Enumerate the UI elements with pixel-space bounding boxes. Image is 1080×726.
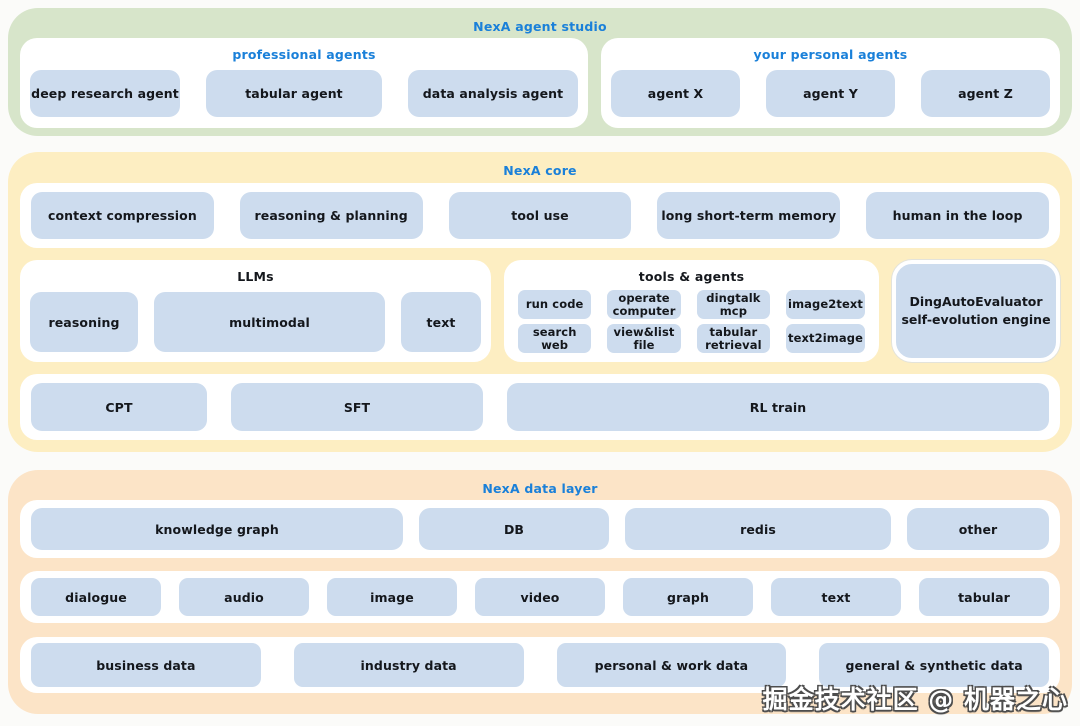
agent-z-box: agent Z [921,70,1050,117]
core-capabilities-strip: context compression reasoning & planning… [20,183,1060,248]
dingtalk-mcp-box: dingtalk mcp [696,290,771,319]
tools-agents-title: tools & agents [638,269,745,284]
llms-card: LLMs reasoning multimodal text [20,260,491,362]
watermark-text: 掘金技术社区 @ 机器之心 [762,685,1068,714]
operate-computer-box: operate computer [607,290,681,319]
db-box: DB [419,508,609,550]
llm-reasoning-box: reasoning [30,292,138,352]
personal-agents-card: your personal agents agent X agent Y age… [601,38,1060,128]
personal-agents-items: agent X agent Y agent Z [601,62,1060,117]
core-middle-row: LLMs reasoning multimodal text tools & a… [20,260,1060,362]
data-layer-section: NexA data layer knowledge graph DB redis… [8,470,1072,714]
rl-train-box: RL train [507,383,1049,431]
source-strip: business data industry data personal & w… [20,637,1060,693]
industry-data-box: industry data [293,643,524,687]
tools-agents-card: tools & agents run code operate computer… [504,260,879,362]
agent-y-box: agent Y [766,70,895,117]
other-storage-box: other [907,508,1049,550]
tabular-retrieval-box: tabular retrieval [696,324,771,353]
context-compression-box: context compression [31,192,214,239]
agent-studio-row: professional agents deep research agent … [20,38,1060,128]
reasoning-planning-box: reasoning & planning [239,192,423,239]
agent-x-box: agent X [611,70,740,117]
ding-auto-evaluator-box: DingAutoEvaluator self-evolution engine [892,260,1060,362]
deep-research-agent-box: deep research agent [30,70,180,117]
professional-agents-card: professional agents deep research agent … [20,38,588,128]
sft-box: SFT [231,383,483,431]
core-title: NexA core [503,163,577,178]
storage-strip: knowledge graph DB redis other [20,500,1060,558]
agent-studio-section: NexA agent studio professional agents de… [8,8,1072,136]
image-box: image [327,578,457,616]
tools-agents-grid: run code operate computer dingtalk mcp i… [504,284,879,353]
personal-work-data-box: personal & work data [556,643,787,687]
search-web-box: search web [518,324,592,353]
training-strip: CPT SFT RL train [20,374,1060,440]
knowledge-graph-box: knowledge graph [31,508,403,550]
dialogue-box: dialogue [31,578,161,616]
view-list-file-box: view&list file [607,324,681,353]
image2text-box: image2text [786,290,865,319]
modality-strip: dialogue audio image video graph text ta… [20,571,1060,623]
text2image-box: text2image [786,324,865,353]
data-layer-title: NexA data layer [482,481,598,496]
personal-agents-title: your personal agents [753,47,908,62]
tabular-agent-box: tabular agent [206,70,382,117]
general-synthetic-data-box: general & synthetic data [819,643,1049,687]
core-section: NexA core context compression reasoning … [8,152,1072,452]
data-analysis-agent-box: data analysis agent [408,70,578,117]
agent-studio-title: NexA agent studio [473,19,607,34]
professional-agents-items: deep research agent tabular agent data a… [20,62,588,117]
llms-items: reasoning multimodal text [20,284,491,352]
long-short-term-memory-box: long short-term memory [657,192,841,239]
business-data-box: business data [31,643,261,687]
llm-multimodal-box: multimodal [154,292,385,352]
ding-auto-evaluator-label: DingAutoEvaluator self-evolution engine [901,293,1050,329]
tabular-box: tabular [919,578,1049,616]
evaluator-line1: DingAutoEvaluator [909,293,1043,309]
llm-text-box: text [401,292,481,352]
cpt-box: CPT [31,383,207,431]
tool-use-box: tool use [448,192,632,239]
llms-title: LLMs [237,269,274,284]
video-box: video [475,578,605,616]
professional-agents-title: professional agents [232,47,376,62]
graph-box: graph [623,578,753,616]
text-box: text [771,578,901,616]
evaluator-line2: self-evolution engine [901,312,1051,327]
audio-box: audio [179,578,309,616]
human-in-the-loop-box: human in the loop [866,192,1049,239]
run-code-box: run code [518,290,592,319]
redis-box: redis [625,508,891,550]
